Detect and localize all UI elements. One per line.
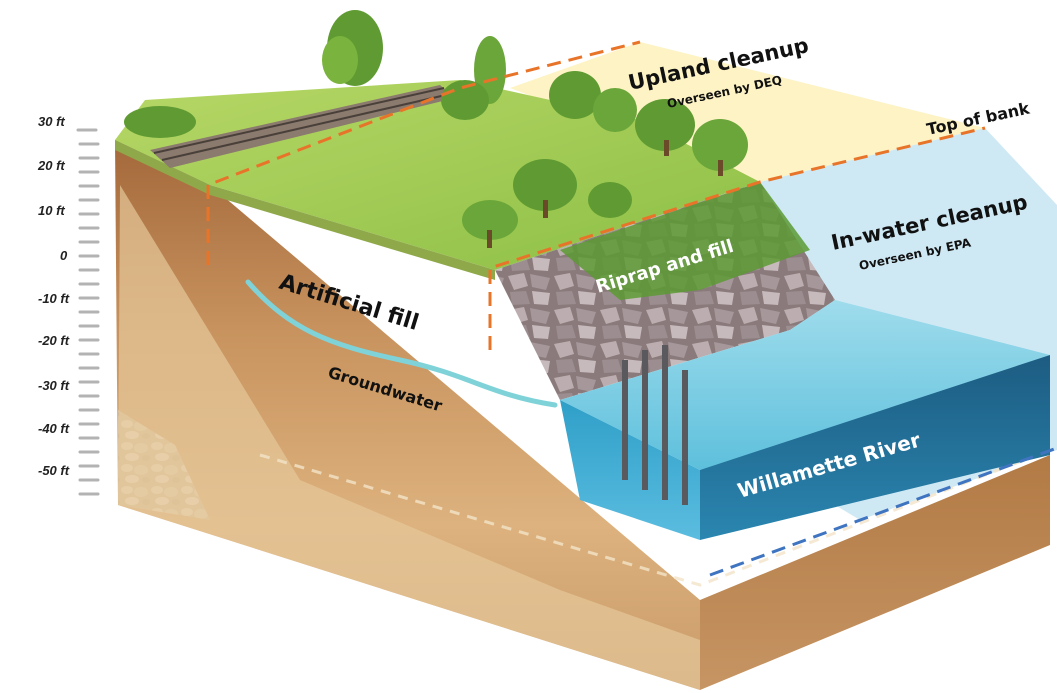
sand-wedge [118,185,700,690]
water-front-face [560,400,700,540]
scale-label: -20 ft [38,333,70,348]
scale-label: -10 ft [38,291,70,306]
upland-zone-panel [510,42,985,182]
scale-label: -40 ft [38,421,70,436]
trees [124,10,748,248]
soil-side-face [700,455,1050,690]
scale-label: -50 ft [38,463,70,478]
pilings [622,345,688,505]
depth-scale: 30 ft 20 ft 10 ft 0 -10 ft -20 ft -30 ft… [37,114,100,496]
scale-label: -30 ft [38,378,70,393]
soil-stratum-line [259,448,1051,587]
scale-ticks [76,128,100,496]
upland-boundary-line [206,40,986,350]
scale-label: 10 ft [38,203,65,218]
scale-label: 0 [60,248,68,263]
scale-label: 30 ft [38,114,65,129]
inwater-boundary-line [709,446,1057,577]
groundwater-line [245,279,558,408]
scale-label: 20 ft [37,158,65,173]
water-side-face [700,355,1050,540]
bank-vegetation [560,182,810,300]
soil-front-face [115,140,700,690]
railroad-tracks [150,85,455,168]
grass-edge [115,140,495,280]
